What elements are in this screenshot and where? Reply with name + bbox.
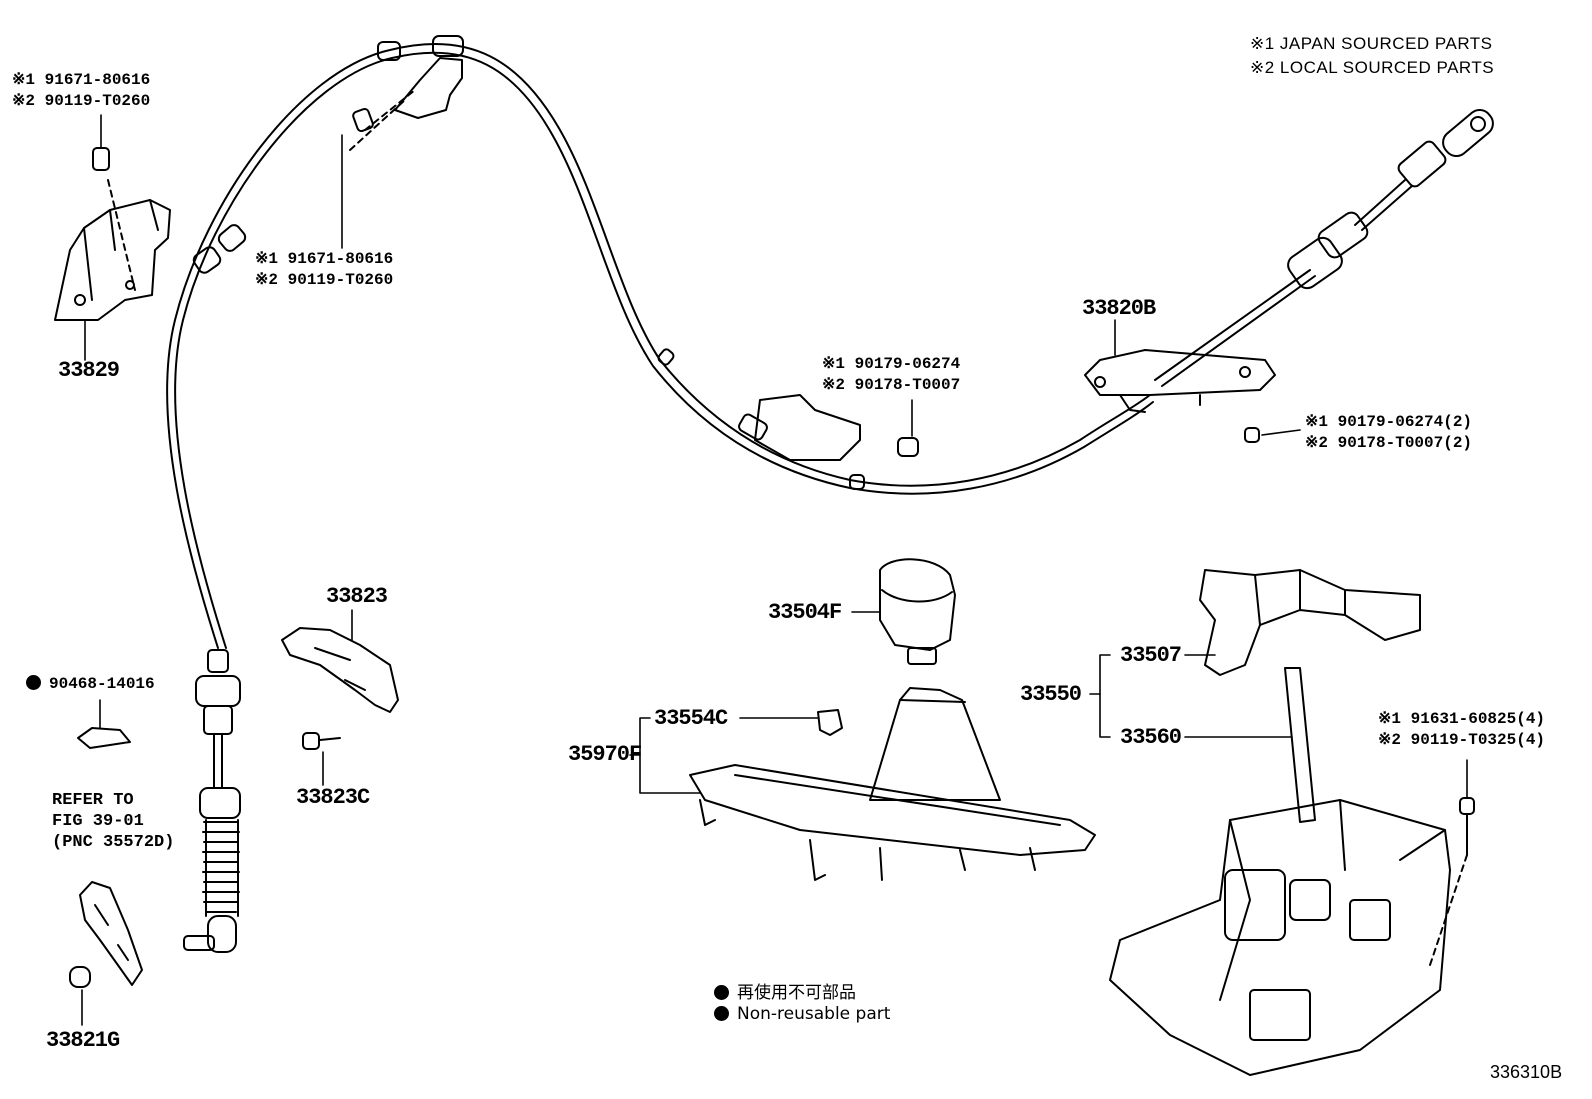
- label-33829-bolt-jp: ※1 91671-80616: [12, 71, 151, 89]
- label-90468-text: 90468-14016: [49, 675, 155, 693]
- label-33823: 33823: [326, 584, 388, 609]
- label-nut-right-jp: ※1 90179-06274(2): [1305, 413, 1473, 431]
- label-33829-bolt-local: ※2 90119-T0260: [12, 92, 151, 110]
- label-33507: 33507: [1120, 643, 1182, 668]
- label-33550: 33550: [1020, 682, 1082, 707]
- header-note-japan: ※1 JAPAN SOURCED PARTS: [1250, 34, 1493, 53]
- cable-bracket-lower: [754, 394, 919, 461]
- shift-cable: [166, 35, 1154, 649]
- cable-plate-33820B: [1084, 108, 1494, 443]
- shift-boot-35970F: [689, 687, 1096, 881]
- bracket-33821G: [69, 881, 143, 988]
- non-reusable-dot-icon: [26, 675, 41, 690]
- label-33554C: 33554C: [654, 706, 728, 731]
- cable-end-boot: [183, 649, 241, 953]
- label-nut-right-local: ※2 90178-T0007(2): [1305, 434, 1473, 452]
- legend-non-reusable-jp: 再使用不可部品: [714, 978, 856, 1003]
- label-33823C: 33823C: [296, 785, 370, 810]
- refer-line-2: FIG 39-01: [52, 812, 144, 831]
- label-nut-mid-local: ※2 90178-T0007: [822, 376, 961, 394]
- legend-text-jp: 再使用不可部品: [737, 983, 856, 1003]
- label-bolt-right-local: ※2 90119-T0325(4): [1378, 731, 1546, 749]
- legend-dot-icon: [714, 1006, 729, 1021]
- bracket-33829: [54, 147, 171, 321]
- figure-code: 336310B: [1490, 1062, 1563, 1082]
- label-35970F: 35970F: [568, 742, 642, 767]
- label-mid-bolt-local: ※2 90119-T0260: [255, 271, 394, 289]
- label-33820B: 33820B: [1082, 296, 1156, 321]
- label-33821G: 33821G: [46, 1028, 120, 1053]
- label-bolt-right-jp: ※1 91631-60825(4): [1378, 710, 1546, 728]
- label-mid-bolt-jp: ※1 91671-80616: [255, 250, 394, 268]
- refer-line-3: (PNC 35572D): [52, 833, 175, 852]
- cable-bracket-upper: [349, 57, 463, 151]
- leader-lines: [81, 114, 1468, 1026]
- label-nut-mid-jp: ※1 90179-06274: [822, 355, 961, 373]
- label-33504F: 33504F: [768, 600, 842, 625]
- plate-33823: [281, 627, 399, 750]
- label-90468: 90468-14016: [26, 674, 155, 695]
- clip-33554C: [817, 709, 843, 736]
- label-33560: 33560: [1120, 725, 1182, 750]
- housing-33507: [1199, 569, 1421, 676]
- legend-text-en: Non-reusable part: [737, 1004, 891, 1024]
- shift-lever-33560: [1109, 667, 1475, 1076]
- header-note-local: ※2 LOCAL SOURCED PARTS: [1250, 58, 1495, 77]
- label-33829: 33829: [58, 358, 120, 383]
- shift-knob-33504F: [879, 558, 956, 665]
- legend-non-reusable-en: Non-reusable part: [714, 1004, 890, 1024]
- refer-line-1: REFER TO: [52, 791, 134, 810]
- clip-90468: [77, 727, 131, 749]
- legend-dot-icon: [714, 985, 729, 1000]
